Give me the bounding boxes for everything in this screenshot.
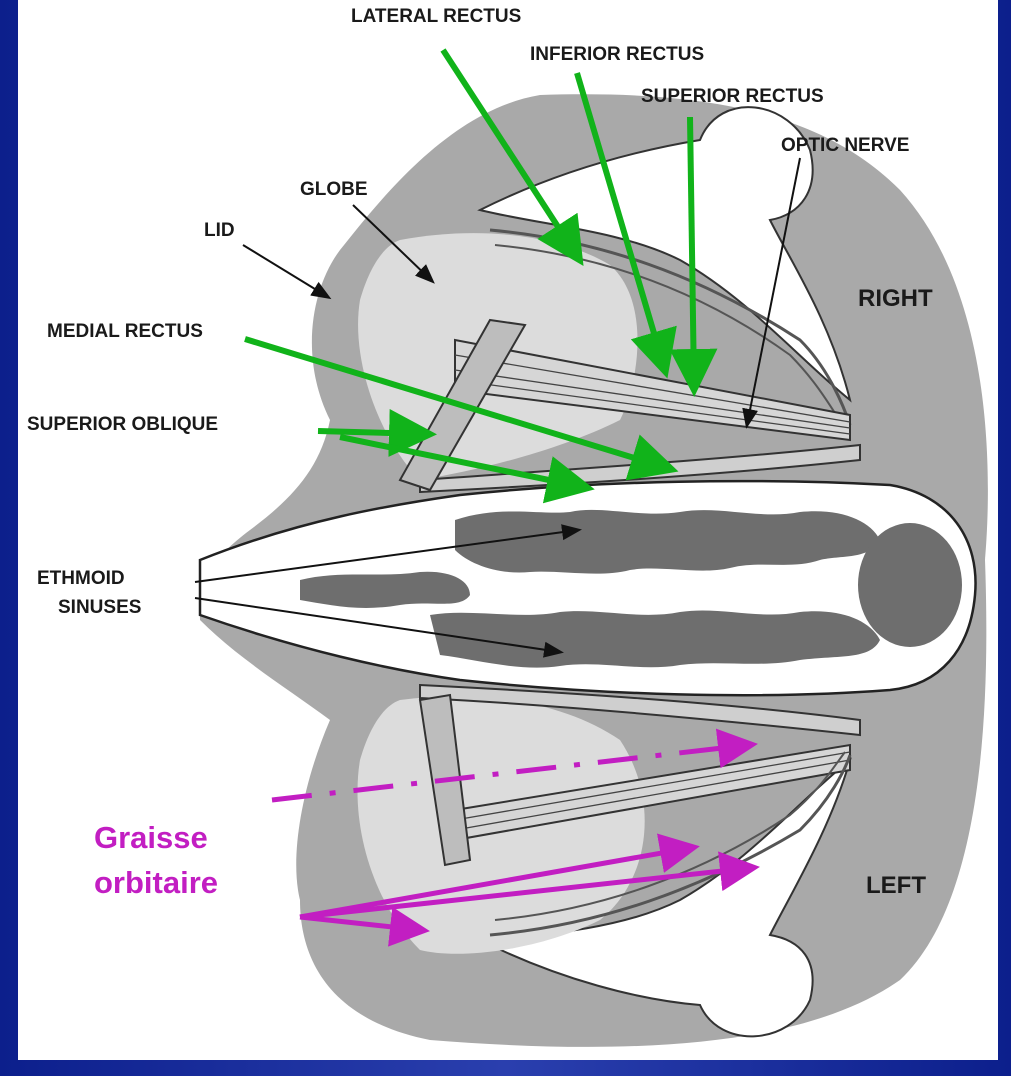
- annotation-graisse: Graisse: [94, 820, 208, 855]
- label-optic-nerve: OPTIC NERVE: [781, 135, 909, 156]
- arrow-superior-oblique-1: [318, 431, 425, 434]
- label-medial-rectus: MEDIAL RECTUS: [47, 321, 203, 342]
- label-inferior-rectus: INFERIOR RECTUS: [530, 44, 704, 65]
- label-ethmoid: ETHMOID: [37, 568, 125, 589]
- label-right: RIGHT: [858, 285, 933, 312]
- label-lateral-rectus: LATERAL RECTUS: [351, 6, 521, 27]
- label-superior-rectus: SUPERIOR RECTUS: [641, 86, 824, 107]
- label-sinuses: SINUSES: [58, 597, 141, 618]
- annotation-orbitaire: orbitaire: [94, 865, 218, 900]
- label-superior-oblique: SUPERIOR OBLIQUE: [27, 414, 218, 435]
- label-left: LEFT: [866, 872, 926, 899]
- arrow-superior-rectus: [690, 117, 694, 385]
- label-globe: GLOBE: [300, 179, 368, 200]
- label-lid: LID: [204, 220, 235, 241]
